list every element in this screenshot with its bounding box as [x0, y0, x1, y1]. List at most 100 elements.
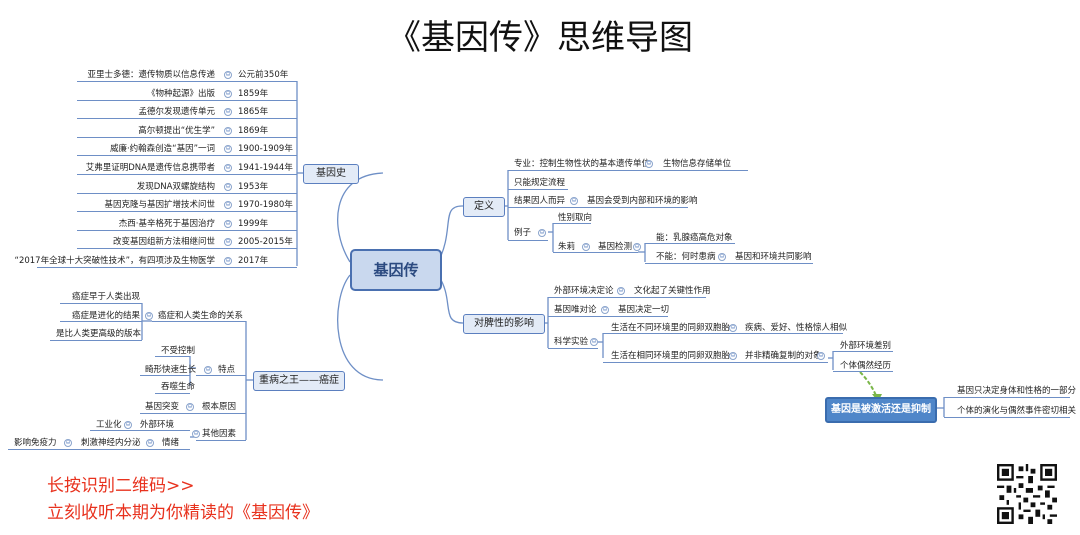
- history-node[interactable]: 基因史: [303, 164, 359, 184]
- collapse-icon[interactable]: ⊖: [224, 89, 232, 98]
- collapse-icon[interactable]: ⊖: [224, 164, 232, 172]
- impact-twins-diff-result[interactable]: 疾病、爱好、性格惊人相似: [745, 323, 848, 333]
- collapse-icon[interactable]: ⊖: [224, 71, 232, 79]
- collapse-icon[interactable]: ⊖: [645, 160, 653, 168]
- collapse-icon[interactable]: ⊖: [224, 126, 232, 135]
- collapse-icon[interactable]: ⊖: [224, 108, 232, 117]
- collapse-icon[interactable]: ⊖: [64, 439, 72, 447]
- history-item-date: 1953年: [238, 181, 269, 192]
- impact-twins-same-result[interactable]: 并非精确复制的对象: [745, 351, 822, 361]
- history-item-text: 艾弗里证明DNA是遗传信息携带者: [85, 163, 215, 173]
- history-item-text: 《物种起源》出版: [146, 88, 215, 99]
- collapse-icon[interactable]: ⊖: [224, 201, 232, 210]
- impact-env-diff[interactable]: 外部环境差别: [840, 341, 892, 351]
- impact-twins-diff[interactable]: 生活在不同环境里的同卵双胞胎: [611, 323, 731, 333]
- cancer-immunity[interactable]: 影响免疫力: [14, 438, 57, 448]
- history-item-text: 发现DNA双螺旋结构: [136, 181, 215, 192]
- definition-can[interactable]: 能：乳腺癌高危对象: [656, 233, 733, 243]
- cancer-feature-3[interactable]: 吞噬生命: [161, 382, 196, 392]
- definition-xuli[interactable]: 朱莉: [558, 242, 576, 252]
- impact-gene-det[interactable]: 基因唯对论: [554, 305, 597, 315]
- impact-chance[interactable]: 个体偶然经历: [840, 361, 892, 371]
- definition-env-effect[interactable]: 基因会受到内部和环境的影响: [587, 196, 698, 206]
- collapse-icon[interactable]: ⊖: [145, 312, 153, 320]
- cancer-feature-1[interactable]: 不受控制: [161, 346, 196, 356]
- definition-cannot[interactable]: 不能：何时患病: [656, 252, 716, 262]
- cancer-environment[interactable]: 外部环境: [140, 420, 175, 430]
- definition-bio-info[interactable]: 生物信息存储单位: [663, 159, 732, 169]
- collapse-icon[interactable]: ⊖: [192, 430, 200, 438]
- history-item-date: 1999年: [238, 218, 269, 229]
- history-item-text: 孟德尔发现遗传单元: [138, 107, 215, 118]
- definition-item-example[interactable]: 例子: [514, 228, 532, 238]
- history-item-date: 1900-1909年: [238, 144, 293, 155]
- history-item-text: 威廉·约翰森创造“基因”一词: [109, 144, 215, 155]
- history-item-date: 2017年: [238, 256, 269, 266]
- definition-item-result[interactable]: 结果因人而异: [514, 196, 566, 206]
- collapse-icon[interactable]: ⊖: [224, 182, 232, 191]
- collapse-icon[interactable]: ⊖: [601, 306, 609, 314]
- collapse-icon[interactable]: ⊖: [570, 197, 578, 205]
- promo-line-1: 长按识别二维码>>: [47, 476, 195, 496]
- collapse-icon[interactable]: ⊖: [224, 145, 232, 154]
- collapse-icon[interactable]: ⊖: [224, 219, 232, 228]
- collapse-icon[interactable]: ⊖: [224, 238, 232, 247]
- collapse-icon[interactable]: ⊖: [146, 439, 154, 447]
- impact-external[interactable]: 外部环境决定论: [554, 286, 614, 296]
- history-item-text: 基因克隆与基因扩增技术问世: [104, 200, 215, 211]
- history-item-date: 2005-2015年: [238, 237, 293, 248]
- history-item-date: 1859年: [238, 88, 269, 99]
- history-item-date: 1869年: [238, 125, 269, 136]
- conclusion-node[interactable]: 基因是被激活还是抑制: [825, 397, 937, 423]
- history-item-text: 高尔顿提出“优生学”: [138, 125, 215, 136]
- cancer-relation-item-2[interactable]: 癌症是进化的结果: [72, 311, 141, 321]
- history-item-date: 1865年: [238, 107, 269, 118]
- definition-gene-test[interactable]: 基因检测: [598, 242, 633, 252]
- cancer-root-cause[interactable]: 根本原因: [202, 402, 237, 412]
- collapse-icon[interactable]: ⊖: [617, 287, 625, 295]
- collapse-icon[interactable]: ⊖: [538, 229, 546, 237]
- history-item-text: 改变基因组新方法相继问世: [112, 237, 215, 248]
- cancer-other-factors[interactable]: 其他因素: [202, 429, 237, 439]
- collapse-icon[interactable]: ⊖: [590, 338, 598, 346]
- impact-twins-same[interactable]: 生活在相同环境里的同卵双胞胎: [611, 351, 731, 361]
- cancer-relation[interactable]: 癌症和人类生命的关系: [158, 311, 244, 321]
- cancer-relation-item-1[interactable]: 癌症早于人类出现: [72, 292, 141, 302]
- definition-node[interactable]: 定义: [463, 197, 505, 217]
- cancer-endocrine[interactable]: 刺激神经内分泌: [81, 438, 141, 448]
- collapse-icon[interactable]: ⊖: [729, 352, 737, 360]
- impact-gene-all[interactable]: 基因决定一切: [618, 305, 670, 315]
- collapse-icon[interactable]: ⊖: [633, 243, 641, 251]
- collapse-icon[interactable]: ⊖: [582, 243, 590, 251]
- qr-code-icon[interactable]: [997, 464, 1057, 524]
- definition-item-professional[interactable]: 专业：控制生物性状的基本遗传单位: [514, 159, 651, 169]
- history-item-date: 1941-1944年: [238, 163, 293, 173]
- root-node[interactable]: 基因传: [350, 249, 442, 291]
- history-item-text: “2017年全球十大突破性技术”，有四项涉及生物医学: [14, 256, 215, 266]
- definition-sex[interactable]: 性别取向: [558, 213, 593, 223]
- history-item-text: 亚里士多德：遗传物质以信息传递: [87, 70, 215, 80]
- history-item-date: 1970-1980年: [238, 200, 293, 211]
- collapse-icon[interactable]: ⊖: [124, 421, 132, 429]
- collapse-icon[interactable]: ⊖: [718, 253, 726, 261]
- collapse-icon[interactable]: ⊖: [817, 352, 825, 360]
- cancer-industrialization[interactable]: 工业化: [96, 420, 122, 430]
- impact-experiment[interactable]: 科学实验: [554, 337, 589, 347]
- definition-item-process[interactable]: 只能规定流程: [514, 178, 566, 188]
- cancer-feature-2[interactable]: 畸形快速生长: [145, 365, 197, 375]
- collapse-icon[interactable]: ⊖: [204, 366, 212, 374]
- definition-co-effect[interactable]: 基因和环境共同影响: [735, 252, 812, 262]
- cancer-node[interactable]: 重病之王——癌症: [253, 371, 345, 391]
- collapse-icon[interactable]: ⊖: [186, 403, 194, 411]
- collapse-icon[interactable]: ⊖: [729, 324, 737, 332]
- page-title: 《基因传》思维导图: [387, 18, 693, 58]
- collapse-icon[interactable]: ⊖: [224, 257, 232, 265]
- conclusion-item-2[interactable]: 个体的演化与偶然事件密切相关: [957, 406, 1077, 416]
- impact-node[interactable]: 对脾性的影响: [463, 314, 545, 334]
- cancer-gene-mutation[interactable]: 基因突变: [145, 402, 180, 412]
- cancer-features[interactable]: 特点: [218, 365, 236, 375]
- cancer-relation-item-3[interactable]: 是比人类更高级的版本: [56, 329, 142, 339]
- impact-external-note[interactable]: 文化起了关键性作用: [634, 286, 711, 296]
- cancer-emotion[interactable]: 情绪: [162, 438, 180, 448]
- conclusion-item-1[interactable]: 基因只决定身体和性格的一部分: [957, 386, 1077, 396]
